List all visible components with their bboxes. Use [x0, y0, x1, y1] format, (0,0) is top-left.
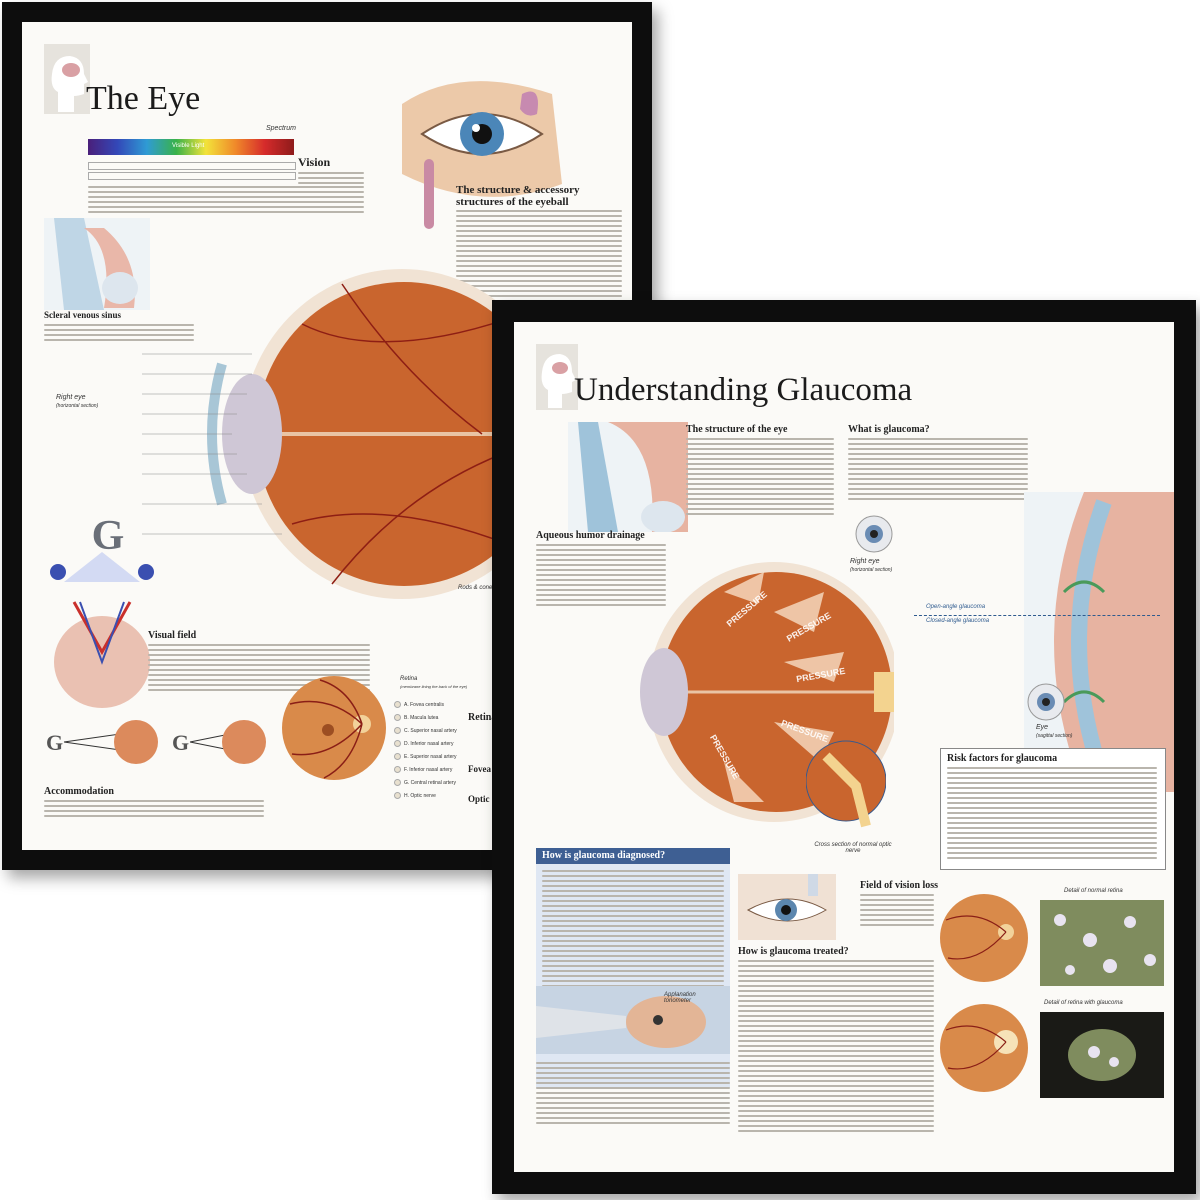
heading-visual-field: Visual field	[148, 630, 197, 641]
normal-retina-photo	[940, 894, 1028, 982]
normal-retina-label: Detail of normal retina	[1064, 888, 1123, 894]
drainage-inset-illustration	[568, 422, 688, 532]
poster-title: The Eye	[86, 80, 201, 117]
angle-divider	[914, 615, 1160, 616]
aqueous-text	[536, 544, 666, 609]
heading-field: Field of vision loss	[860, 880, 939, 891]
retina-subcaption: (membrane lining the back of the eye)	[400, 684, 468, 689]
poster-title: Understanding Glaucoma	[574, 372, 913, 408]
external-eye-illustration	[402, 81, 562, 229]
drainage-angle-illustration	[1024, 492, 1174, 792]
applanation-label: Applanation tonometer	[664, 992, 696, 1004]
scleral-inset-illustration	[44, 218, 150, 310]
optic-nerve-illustration	[806, 740, 886, 828]
vision-text	[298, 172, 364, 187]
heading-diagnosed: How is glaucoma diagnosed?	[542, 850, 666, 861]
sagittal-eye-icon	[1027, 683, 1065, 721]
right-eye-icon	[855, 515, 893, 553]
heading-retina: Retina	[468, 712, 497, 723]
heading-optic: Optic dis	[468, 794, 503, 804]
heading-what-is: What is glaucoma?	[848, 424, 930, 435]
head-silhouette-icon	[536, 344, 578, 410]
retina-legend-item: F. Inferior nasal artery	[394, 763, 464, 776]
spectrum-scale-2	[88, 172, 296, 180]
heading-structure: The structure & accessory structures of …	[456, 184, 580, 208]
glaucoma-retina-photo	[940, 1004, 1028, 1092]
glaucoma-field-photo	[1040, 1012, 1164, 1098]
closed-angle-label: Closed-angle glaucoma	[926, 618, 990, 624]
retina-legend-item: H. Optic nerve	[394, 789, 464, 802]
retina-legend-item: B. Macula lutea	[394, 711, 464, 724]
right-eye-label: Right eye	[56, 394, 86, 401]
head-silhouette-icon	[44, 44, 90, 114]
cross-section-label: Cross section of normal optic nerve	[814, 842, 892, 854]
open-angle-label: Open-angle glaucoma	[926, 604, 986, 610]
what-is-text	[848, 438, 1028, 503]
g-letter-icon: G	[91, 513, 125, 559]
heading-treated: How is glaucoma treated?	[738, 946, 849, 957]
sagittal-section-label: (sagittal section)	[1036, 733, 1073, 739]
horizontal-section-label: (horizontal section)	[850, 567, 893, 573]
retina-legend-item: D. Inferior nasal artery	[394, 737, 464, 750]
structure-text	[686, 438, 834, 518]
retina-legend-item: E. Superior nasal artery	[394, 750, 464, 763]
rods-cones-label: Rods & cones	[458, 585, 496, 591]
structure-text	[456, 210, 622, 300]
field-text	[860, 894, 934, 929]
heading-aqueous: Aqueous humor drainage	[536, 530, 645, 541]
retina-legend-item: C. Superior nasal artery	[394, 724, 464, 737]
diagnosed-text	[542, 870, 724, 1000]
retina-caption: Retina	[400, 676, 418, 682]
retina-legend-item: G. Central retinal artery	[394, 776, 464, 789]
eyeball-cross-section	[142, 269, 622, 599]
heading-accommodation: Accommodation	[44, 786, 114, 797]
diagnosed-text-2	[536, 1062, 730, 1127]
risk-factors-box: Risk factors for glaucoma	[940, 748, 1166, 870]
svg-text:G: G	[172, 730, 189, 755]
spectrum-label: Spectrum	[266, 125, 296, 132]
diagnosed-header: How is glaucoma diagnosed?	[536, 848, 730, 864]
vision-text-2	[88, 186, 364, 216]
retina-photo	[282, 676, 386, 780]
eye-sagittal-label: Eye	[1036, 724, 1049, 731]
heading-risk: Risk factors for glaucoma	[947, 753, 1058, 764]
right-eye-label: Right eye	[850, 558, 880, 565]
normal-field-photo	[1040, 900, 1164, 986]
heading-structure: The structure of the eye	[686, 424, 788, 435]
retina-legend: A. Fovea centralis B. Macula lutea C. Su…	[394, 698, 464, 802]
accommodation-illustration: G G	[46, 720, 266, 764]
risk-text	[947, 767, 1157, 862]
accommodation-text	[44, 800, 264, 820]
visual-field-text	[148, 644, 370, 694]
tonometer-photo	[536, 986, 730, 1054]
svg-text:G: G	[46, 730, 63, 755]
heading-scleral: Scleral venous sinus	[44, 310, 122, 320]
eye-drop-photo	[738, 874, 836, 940]
spectrum-scale	[88, 162, 296, 170]
horizontal-section-label: (horizontal section)	[56, 403, 99, 409]
heading-vision: Vision	[298, 155, 331, 169]
poster-glaucoma: Understanding Glaucoma The structure of …	[514, 322, 1174, 1172]
spectrum-bar: Visible Light	[88, 139, 294, 155]
visible-light-label: Visible Light	[172, 143, 205, 149]
glaucoma-retina-label: Detail of retina with glaucoma	[1044, 1000, 1123, 1006]
scleral-text	[44, 324, 194, 344]
poster-frame-glaucoma: Understanding Glaucoma The structure of …	[492, 300, 1196, 1194]
retina-legend-item: A. Fovea centralis	[394, 698, 464, 711]
treated-text	[738, 960, 934, 1135]
visual-pathway-illustration	[50, 552, 154, 708]
heading-fovea: Fovea centr	[468, 764, 514, 774]
